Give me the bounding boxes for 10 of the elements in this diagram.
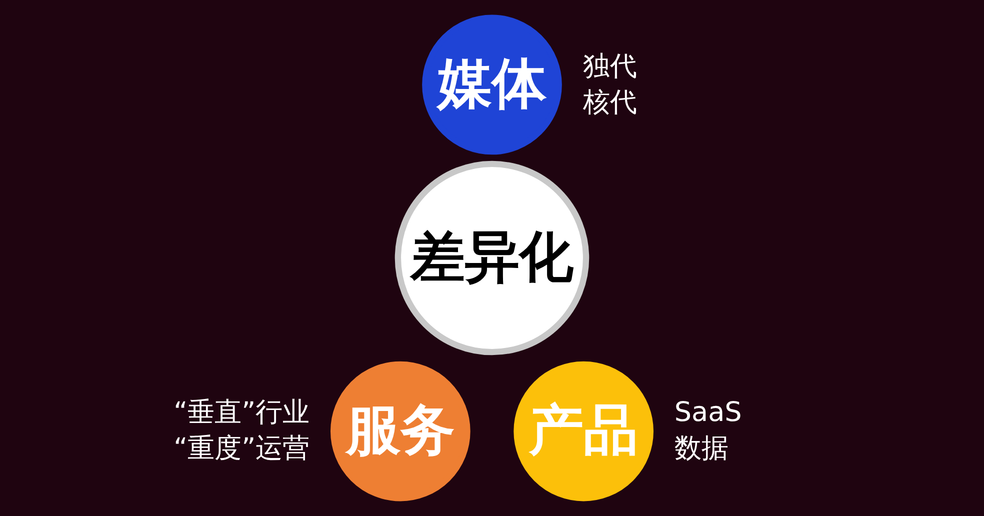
- side-note: 独代: [582, 50, 637, 84]
- side-note: 数据: [674, 432, 730, 466]
- circle-node: 媒体: [422, 14, 562, 155]
- circle-node: 服务: [330, 361, 470, 502]
- side-note: SaaS: [674, 396, 742, 430]
- side-note: “垂直”行业: [174, 396, 310, 430]
- circle-node: 产品: [514, 361, 654, 502]
- side-note: “重度”运营: [174, 432, 310, 466]
- circle-node: 差异化: [394, 160, 590, 356]
- side-note: 核代: [582, 86, 637, 120]
